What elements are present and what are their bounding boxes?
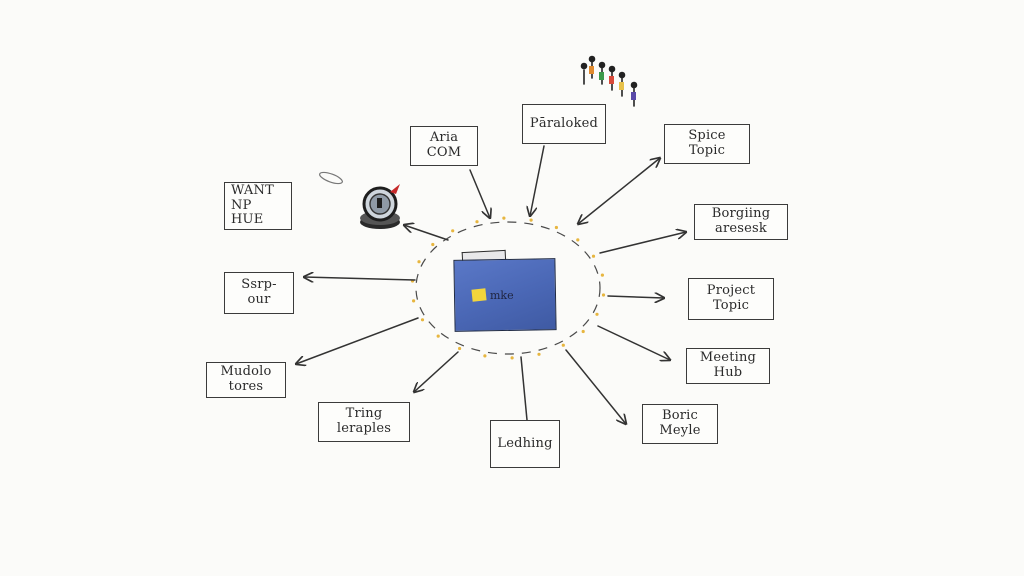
orbit-dot [601,293,606,297]
orbit-dot [529,218,533,222]
orbit-dot [458,346,462,351]
node-ledhing[interactable]: Ledhing [490,420,560,468]
orbit-dot [475,220,479,224]
orbit-dots [410,216,606,360]
orbit-dot [502,216,506,220]
line-ledhing [520,356,528,421]
sticky-note-icon [471,288,487,302]
node-spice-topic[interactable]: Spice Topic [664,124,750,164]
node-want-hue[interactable]: WANT NP HUE [224,182,292,230]
node-borging[interactable]: Borgiing aresesk [694,204,788,240]
node-aria-com[interactable]: Aria COM [410,126,478,166]
arrow-borging [599,232,686,254]
orbit-dot [417,260,421,264]
orbit-dot [431,242,435,247]
arrow-project-topic [607,296,664,298]
orbit-dot [436,334,440,338]
orbit-dot [483,354,487,358]
orbit-dot [561,343,565,347]
node-sspour[interactable]: Ssrp-our [224,272,294,314]
orbit-dot [595,312,599,316]
arrow-spice-topic [578,158,660,224]
arrow-tring [414,351,459,392]
orbit-dot [420,318,425,322]
central-folder[interactable]: mke [450,245,562,335]
arrow-sspour [304,277,416,280]
orbit-dot [554,225,559,230]
arrow-meeting-hub [597,325,670,360]
orbit-dot [451,229,455,233]
node-meeting-hub[interactable]: Meeting Hub [686,348,770,384]
arrow-want-hue [404,225,449,241]
people-group-icon [580,55,638,107]
orbit-dot [581,329,585,334]
orbit-dot [600,273,605,277]
arrow-mudolo-tores [296,317,419,364]
node-boric-meyle[interactable]: Boric Meyle [642,404,718,444]
arrow-aria-com [469,169,490,218]
node-paraloked[interactable]: Pāraloked [522,104,606,144]
arrow-boric-meyle [565,349,626,424]
orbit-dot [537,352,541,356]
orbit-dot [591,254,596,258]
node-mudolo-tores[interactable]: Mudolo tores [206,362,286,398]
orbit-dashed-ring [415,221,601,355]
folder-label: mke [490,289,514,302]
orbit-dot [576,238,580,242]
orbit-dot [412,299,416,303]
node-tring[interactable]: Tring leraples [318,402,410,442]
arrow-paraloked [530,145,545,216]
orbit-dot [510,356,514,360]
node-project-topic[interactable]: Project Topic [688,278,774,320]
lens-halo-icon [319,171,343,185]
magnifying-lens-icon [360,184,400,229]
